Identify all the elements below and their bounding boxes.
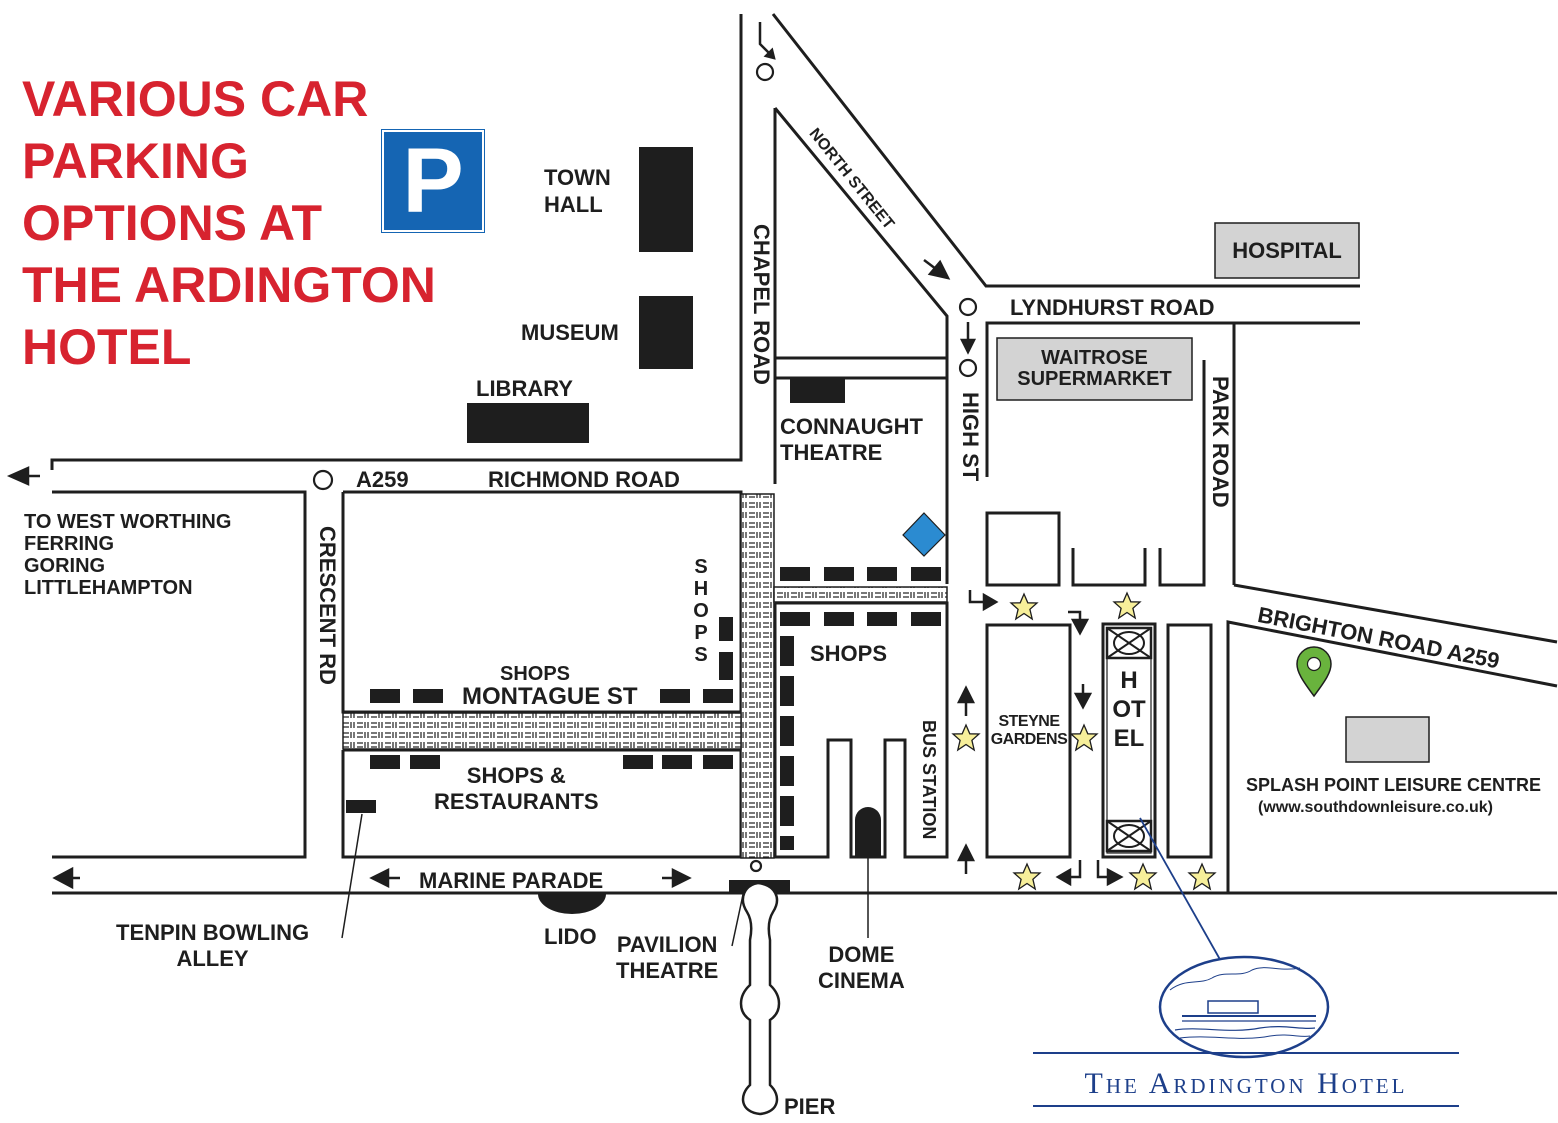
lyndhurst-road-label: LYNDHURST ROAD bbox=[1010, 295, 1215, 320]
parking-sign-icon: P bbox=[381, 129, 485, 233]
pier-label: PIER bbox=[784, 1094, 836, 1119]
marine-parade-label: MARINE PARADE bbox=[419, 868, 604, 893]
splash-point-url: (www.southdownleisure.co.uk) bbox=[1258, 799, 1493, 816]
lido-label: LIDO bbox=[544, 924, 597, 949]
crescent-rd-label: CRESCENT RD bbox=[315, 526, 340, 685]
destinations-label: TO WEST WORTHING FERRING GORING LITTLEHA… bbox=[24, 511, 232, 599]
shops-label-montague: SHOPS bbox=[500, 663, 571, 685]
a259-label: A259 bbox=[356, 467, 409, 492]
shops-restaurants-label: SHOPS &RESTAURANTS bbox=[434, 763, 599, 814]
montague-st-label: MONTAGUE ST bbox=[462, 683, 638, 710]
hotel-vertical-label: HOTEL bbox=[1112, 667, 1146, 752]
museum-label: MUSEUM bbox=[521, 320, 619, 345]
high-st-label: HIGH ST bbox=[958, 392, 983, 482]
hotel-logo-text: The Ardington Hotel bbox=[1084, 1067, 1408, 1100]
map-title: VARIOUS CAR PARKING OPTIONS AT THE ARDIN… bbox=[22, 71, 436, 375]
chapel-road-label: CHAPEL ROAD bbox=[749, 224, 774, 385]
park-road-label: PARK ROAD bbox=[1208, 376, 1233, 508]
shops-label-east: SHOPS bbox=[810, 641, 888, 666]
shops-vertical-label: SHOPS bbox=[693, 556, 709, 666]
bus-station-label: BUS STATION bbox=[919, 720, 939, 840]
library-label: LIBRARY bbox=[476, 376, 573, 401]
splash-point-label: SPLASH POINT LEISURE CENTRE bbox=[1246, 775, 1542, 795]
hotel-logo-emblem bbox=[1033, 955, 1459, 1107]
richmond-road-label: RICHMOND ROAD bbox=[488, 467, 680, 492]
hospital-label: HOSPITAL bbox=[1232, 237, 1342, 263]
